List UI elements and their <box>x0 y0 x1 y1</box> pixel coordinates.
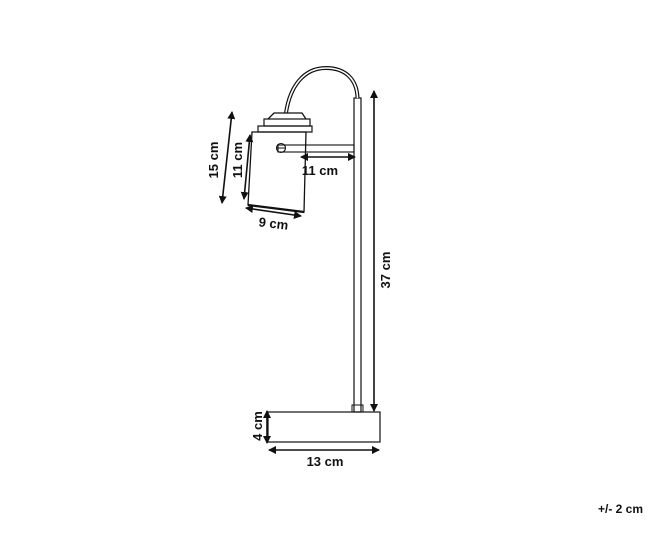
arm-length-label: 11 cm <box>302 163 338 178</box>
base-height-label: 4 cm <box>250 411 265 441</box>
shade-diameter-label: 9 cm <box>258 214 289 233</box>
shade-height-dimension-line <box>218 111 236 204</box>
pole-collar <box>351 404 364 413</box>
shade-body-height-dimension-line <box>240 134 254 200</box>
shade-height-label: 15 cm <box>206 142 221 179</box>
tolerance-note: +/- 2 cm <box>598 502 644 516</box>
total-height-label: 37 cm <box>378 252 393 289</box>
lamp-base <box>267 411 381 443</box>
shade-diameter-dimension-line <box>245 205 302 219</box>
shade-body-height-label: 11 cm <box>230 142 245 178</box>
lamp-pole <box>353 97 362 413</box>
lamp-horizontal-arm <box>277 144 355 153</box>
base-width-label: 13 cm <box>307 454 344 469</box>
